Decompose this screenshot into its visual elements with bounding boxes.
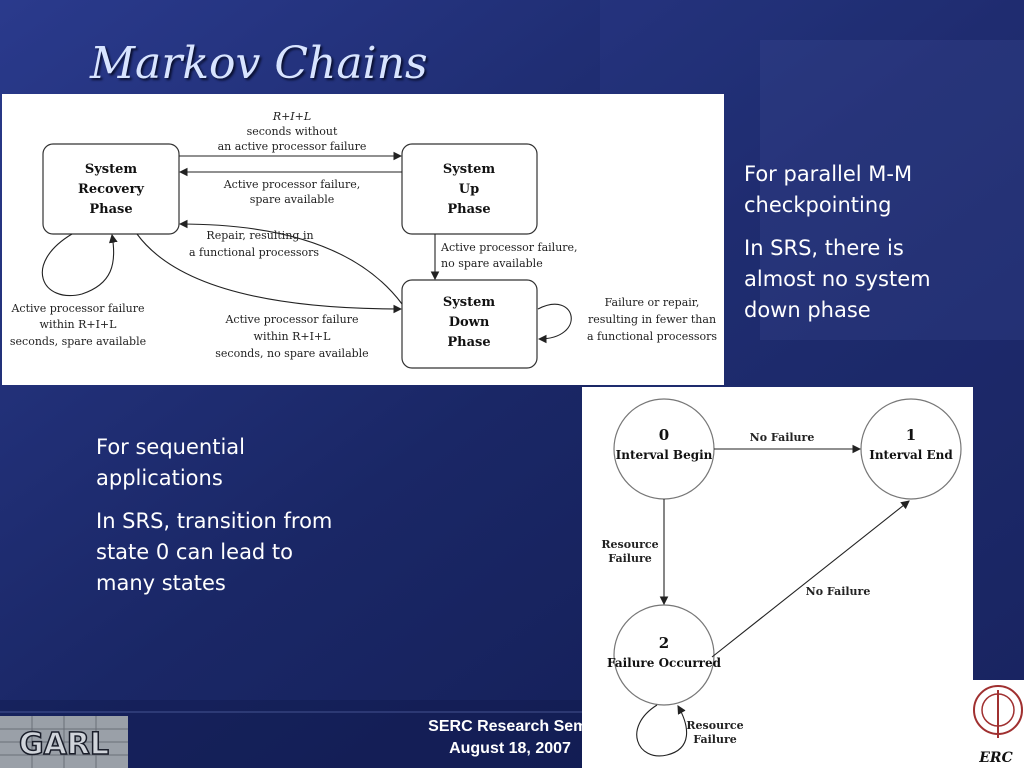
- garl-logo: GARL: [0, 716, 128, 768]
- up-label-2: Up: [459, 182, 479, 197]
- serc-logo-text: ERC: [978, 750, 1012, 766]
- edge-label-up-recovery-2: spare available: [250, 193, 335, 206]
- down-label-3: Phase: [447, 335, 490, 350]
- edge-label-recovery-down-3: seconds, no spare available: [215, 347, 368, 360]
- edge-label-up-recovery-1: Active processor failure,: [223, 178, 361, 191]
- serc-logo: ERC: [958, 680, 1024, 768]
- state-2-id: 2: [659, 634, 669, 652]
- phase-diagram-panel: System Recovery Phase System Up Phase Sy…: [2, 94, 724, 385]
- slide-title: Markov Chains: [90, 38, 428, 89]
- edge-label-recovery-down-1: Active processor failure: [224, 313, 358, 326]
- state-up: [401, 143, 538, 235]
- state-down: [401, 279, 538, 369]
- state-2-name: Failure Occurred: [607, 656, 722, 670]
- edge-label-2-self-line2: Failure: [693, 733, 736, 746]
- state-1-name: Interval End: [869, 448, 953, 462]
- edge-label-0-2-line1: Resource: [601, 538, 658, 551]
- edge-label-top-3: an active processor failure: [218, 140, 367, 153]
- state-diagram: 0 Interval Begin 1 Interval End 2 Failur…: [601, 398, 962, 757]
- up-label-1: System: [443, 162, 496, 177]
- down-label-2: Down: [449, 315, 490, 330]
- footer-line-2: August 18, 2007: [449, 740, 571, 757]
- right-bullets: For parallel M-M checkpointing In SRS, t…: [744, 159, 974, 338]
- state-0-name: Interval Begin: [616, 448, 713, 462]
- edge-label-recovery-down-2: within R+I+L: [254, 330, 332, 343]
- edge-recovery-to-down: [136, 233, 403, 314]
- bullet-sequential: For sequential applications: [96, 435, 245, 490]
- garl-logo-text: GARL: [19, 727, 109, 762]
- edge-label-0-2-line2: Failure: [608, 552, 651, 565]
- state-2-circle: [613, 604, 715, 706]
- edge-down-self: [537, 303, 572, 344]
- edge-label-down-self-2: resulting in fewer than: [588, 313, 716, 326]
- edge-recovery-self: [41, 233, 118, 296]
- edge-label-top-2: seconds without: [247, 125, 338, 138]
- edge-label-0-1: No Failure: [750, 431, 815, 444]
- edge-label-up-down-1: Active processor failure,: [440, 241, 578, 254]
- edge-label-2-1: No Failure: [806, 585, 871, 598]
- bullet-transition: In SRS, transition from state 0 can lead…: [96, 509, 333, 595]
- down-label-1: System: [443, 295, 496, 310]
- up-label-3: Phase: [447, 202, 490, 217]
- edge-down-to-recovery: [178, 219, 403, 305]
- left-bullets: For sequential applications In SRS, tran…: [96, 432, 356, 611]
- edge-label-2-self-line1: Resource: [686, 719, 743, 732]
- footer: SERC Research Semi August 18, 2007: [300, 716, 720, 760]
- edge-2-self: [636, 704, 688, 757]
- recovery-label-1: System: [85, 162, 138, 177]
- bullet-parallel: For parallel M-M checkpointing: [744, 162, 913, 217]
- state-0-id: 0: [659, 426, 669, 444]
- edge-label-recovery-self-1: Active processor failure: [10, 302, 144, 315]
- recovery-label-2: Recovery: [78, 182, 144, 197]
- edge-label-recovery-self-3: seconds, spare available: [10, 335, 146, 348]
- state-diagram-panel: 0 Interval Begin 1 Interval End 2 Failur…: [582, 387, 973, 768]
- state-1-id: 1: [906, 426, 916, 444]
- edge-label-down-recovery-1: Repair, resulting in: [206, 229, 313, 242]
- edge-label-down-recovery-2: a functional processors: [189, 246, 319, 259]
- edge-label-up-down-2: no spare available: [441, 257, 543, 270]
- bullet-no-down-phase: In SRS, there is almost no system down p…: [744, 236, 931, 322]
- footer-line-1: SERC Research Semi: [428, 718, 592, 735]
- edge-label-down-self-3: a functional processors: [587, 330, 717, 343]
- recovery-label-3: Phase: [89, 202, 132, 217]
- edge-label-top-1: R+I+L: [272, 110, 311, 123]
- phase-diagram: System Recovery Phase System Up Phase Sy…: [10, 110, 717, 369]
- edge-2-to-1: [711, 500, 910, 658]
- edge-label-down-self-1: Failure or repair,: [605, 296, 700, 309]
- edge-label-recovery-self-2: within R+I+L: [40, 318, 118, 331]
